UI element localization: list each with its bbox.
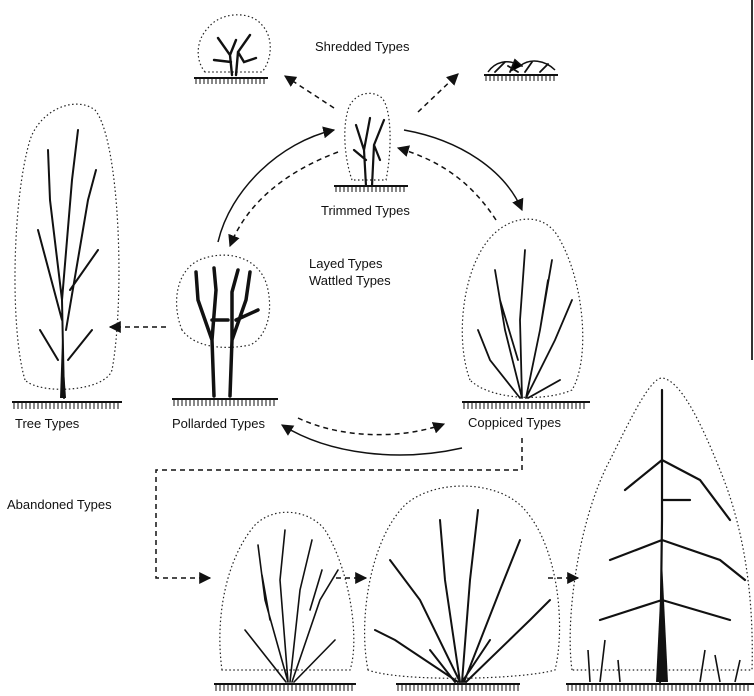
arrow-coppiced-to-pollarded (282, 425, 462, 455)
abandoned-stage3-drawing (566, 378, 754, 691)
label-coppiced-types: Coppiced Types (468, 415, 561, 431)
pollarded-tree-drawing (172, 255, 278, 406)
arrow-trimmed-to-coppiced (404, 130, 522, 210)
shredded-flat-drawing (484, 60, 558, 81)
shredded-tree-drawing (194, 15, 270, 84)
tree-type-drawing (12, 104, 122, 409)
arrow-coppiced-to-trimmed (398, 148, 496, 220)
arrow-trimmed-to-shredded-left (285, 76, 334, 108)
abandoned-stage1-drawing (214, 512, 356, 691)
label-abandoned-types: Abandoned Types (7, 497, 112, 513)
coppiced-tree-drawing (462, 219, 590, 409)
label-tree-types: Tree Types (15, 416, 79, 432)
label-layed-types: Layed Types (309, 256, 382, 272)
trimmed-tree-drawing (334, 93, 408, 192)
arrow-pollarded-to-trimmed (218, 130, 334, 242)
label-wattled-types: Wattled Types (309, 273, 391, 289)
arrow-pollarded-to-coppiced (298, 418, 444, 435)
label-pollarded-types: Pollarded Types (172, 416, 265, 432)
abandoned-stage2-drawing (365, 486, 560, 691)
arrow-trimmed-to-shredded-right (418, 74, 458, 112)
label-trimmed-types: Trimmed Types (321, 203, 410, 219)
arrow-coppiced-to-abandoned (156, 438, 522, 578)
label-shredded-types: Shredded Types (315, 39, 409, 55)
arrow-trimmed-to-pollarded (230, 152, 338, 246)
